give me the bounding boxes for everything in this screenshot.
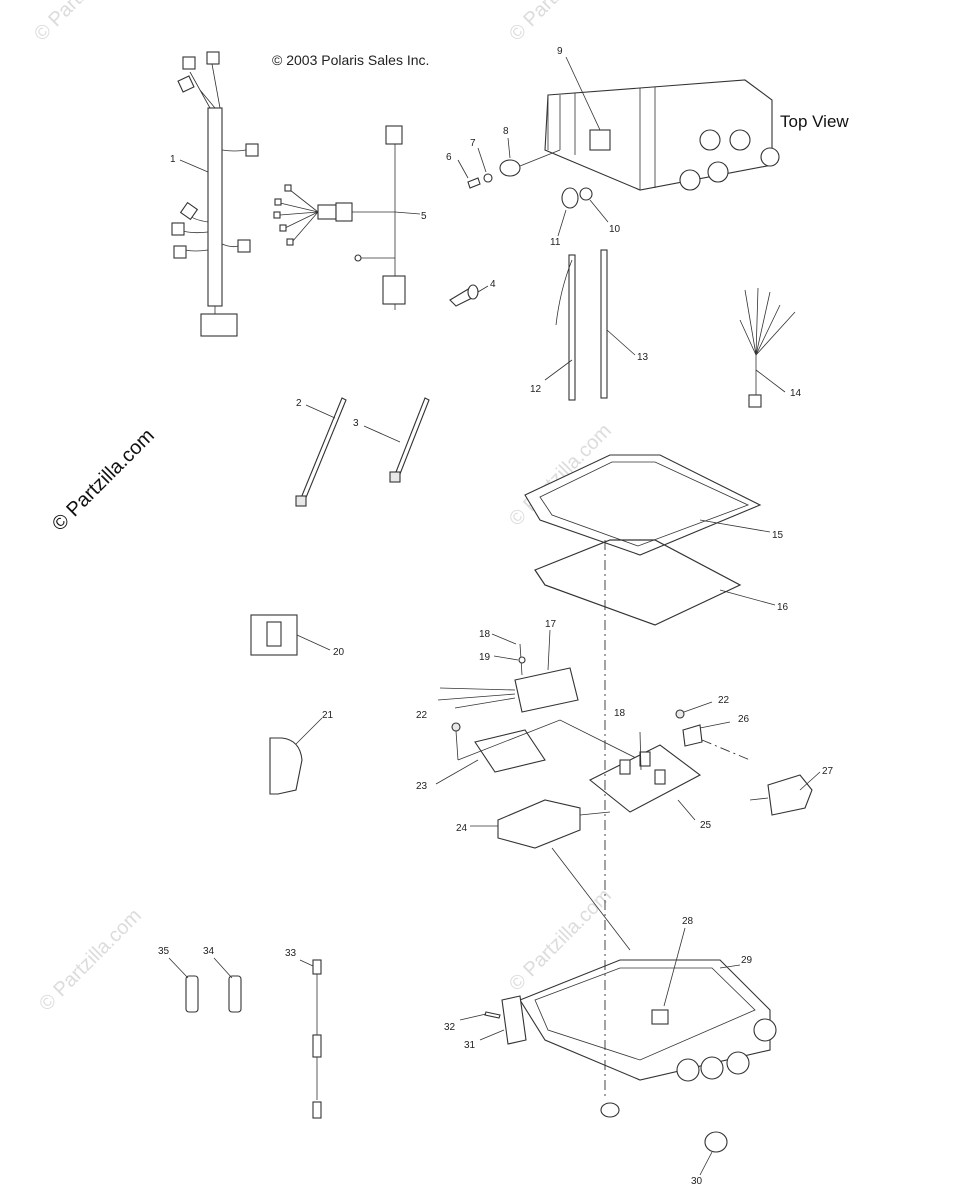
part-22-nut-right — [675, 701, 713, 719]
part-33-lead — [299, 959, 322, 1119]
part-8-grommet — [499, 137, 561, 177]
part-5-sub-harness — [273, 125, 421, 310]
callout-18: 18 — [479, 629, 491, 640]
part-29-housing — [519, 959, 777, 1082]
part-34-fuse — [213, 957, 242, 1013]
callout-31: 31 — [464, 1040, 476, 1051]
part-18-screw — [491, 633, 523, 676]
callout-16: 16 — [777, 602, 789, 613]
part-7-washer — [477, 147, 493, 183]
callout-14: 14 — [790, 388, 802, 399]
part-30-plug — [699, 1131, 728, 1176]
callout-9: 9 — [557, 46, 563, 57]
callout-5: 5 — [421, 211, 427, 222]
callout-7: 7 — [470, 138, 476, 149]
callout-23: 23 — [416, 781, 428, 792]
callout-10: 10 — [609, 224, 621, 235]
callout-34: 34 — [203, 946, 215, 957]
callout-21: 21 — [322, 710, 334, 721]
part-17-module — [437, 629, 579, 713]
part-9-top-view-box — [544, 56, 780, 191]
part-6-screw — [457, 159, 481, 189]
callout-8: 8 — [503, 126, 509, 137]
callout-12: 12 — [530, 384, 542, 395]
callout-13: 13 — [637, 352, 649, 363]
callout-25: 25 — [700, 820, 712, 831]
part-13-strap — [600, 249, 636, 399]
callout-19: 19 — [479, 652, 491, 663]
part-30-spacer — [600, 1102, 620, 1118]
top-view-label: Top View — [780, 112, 849, 131]
part-10-nut — [579, 187, 609, 223]
callout-3: 3 — [353, 418, 359, 429]
part-28-tab — [663, 927, 686, 1007]
part-22-nut-left — [451, 722, 461, 761]
part-20-label — [250, 614, 331, 656]
part-35-fuse — [168, 957, 199, 1013]
callout-26: 26 — [738, 714, 750, 725]
part-15-lid — [524, 454, 771, 556]
part-27-relay — [749, 771, 821, 816]
part-2-cable — [295, 397, 347, 507]
callout-6: 6 — [446, 152, 452, 163]
callout-20: 20 — [333, 647, 345, 658]
copyright-text: © 2003 Polaris Sales Inc. — [272, 52, 430, 68]
part-4-boot — [449, 284, 489, 307]
part-26-bracket — [682, 721, 751, 761]
callout-1: 1 — [170, 154, 176, 165]
callout-33: 33 — [285, 948, 297, 959]
callout-24: 24 — [456, 823, 468, 834]
callout-labels: 1 2 3 4 5 6 7 8 9 10 11 12 13 14 15 16 1… — [158, 46, 834, 1187]
part-14-harness — [739, 287, 796, 408]
callout-32: 32 — [444, 1022, 456, 1033]
part-23-bracket — [435, 719, 641, 785]
callout-15: 15 — [772, 530, 784, 541]
part-31-bracket — [479, 995, 527, 1045]
part-21-clip — [269, 717, 323, 795]
callout-18-right: 18 — [614, 708, 626, 719]
part-25-board — [588, 731, 702, 821]
callout-22-left: 22 — [416, 710, 428, 721]
callout-17: 17 — [545, 619, 557, 630]
callout-28: 28 — [682, 916, 694, 927]
part-24-box — [470, 799, 631, 951]
callout-2: 2 — [296, 398, 302, 409]
callout-35: 35 — [158, 946, 170, 957]
part-1-wiring-harness — [171, 51, 259, 337]
callout-4: 4 — [490, 279, 496, 290]
part-3-cable — [363, 397, 430, 483]
callout-29: 29 — [741, 955, 753, 966]
callout-22-right: 22 — [718, 695, 730, 706]
callout-11: 11 — [550, 237, 561, 248]
part-16-gasket — [534, 539, 776, 626]
part-12-strap — [544, 254, 576, 401]
callout-27: 27 — [822, 766, 834, 777]
part-19-washer — [493, 655, 526, 664]
callout-30: 30 — [691, 1176, 703, 1187]
part-11-cap — [557, 187, 579, 237]
part-32-pin — [459, 1011, 501, 1021]
